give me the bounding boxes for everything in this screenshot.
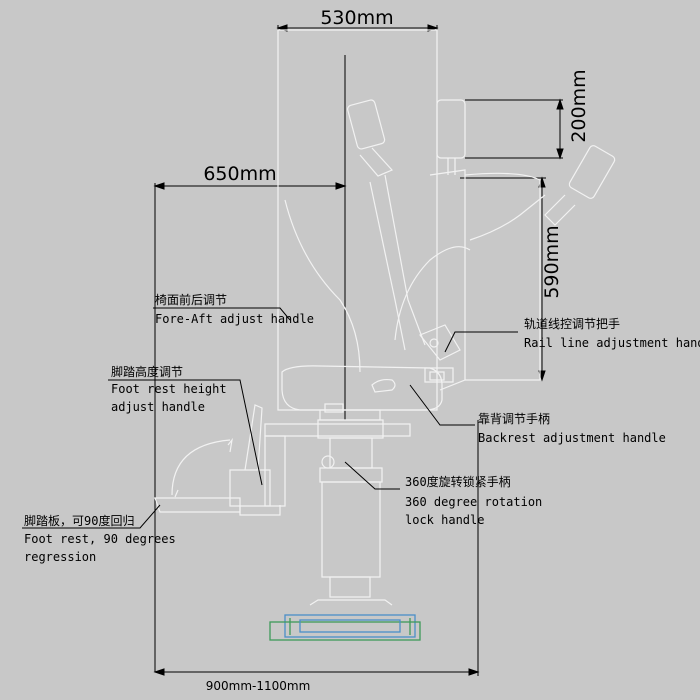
dim-590: 590mm <box>541 225 563 298</box>
label-rotation-en1: 360 degree rotation <box>405 495 542 509</box>
label-fore-aft-en: Fore-Aft adjust handle <box>155 312 314 326</box>
dim-650: 650mm <box>203 163 276 185</box>
label-footrest-height-en2: adjust handle <box>111 400 205 414</box>
dim-530: 530mm <box>320 7 393 29</box>
label-rotation-cn: 360度旋转锁紧手柄 <box>405 474 511 489</box>
label-fore-aft-cn: 椅面前后调节 <box>155 292 227 307</box>
leader-lines <box>22 307 518 529</box>
label-rail-en: Rail line adjustment handle <box>524 336 700 350</box>
label-footrest-cn: 脚踏板，可90度回归 <box>24 513 134 528</box>
label-backrest-cn: 靠背调节手柄 <box>478 412 550 426</box>
label-footrest-en1: Foot rest, 90 degrees <box>24 532 176 546</box>
dim-base: 900mm-1100mm <box>206 679 311 693</box>
label-footrest-height-cn: 脚踏高度调节 <box>111 364 183 379</box>
label-footrest-en2: regression <box>24 550 96 564</box>
seat-outline <box>154 29 616 606</box>
dim-200: 200mm <box>568 69 590 142</box>
base-plate <box>269 614 421 641</box>
label-footrest-height-en1: Foot rest height <box>111 382 227 396</box>
label-rotation-en2: lock handle <box>405 513 484 527</box>
label-rail-cn: 轨道线控调节把手 <box>524 317 620 331</box>
label-backrest-en: Backrest adjustment handle <box>478 431 666 445</box>
